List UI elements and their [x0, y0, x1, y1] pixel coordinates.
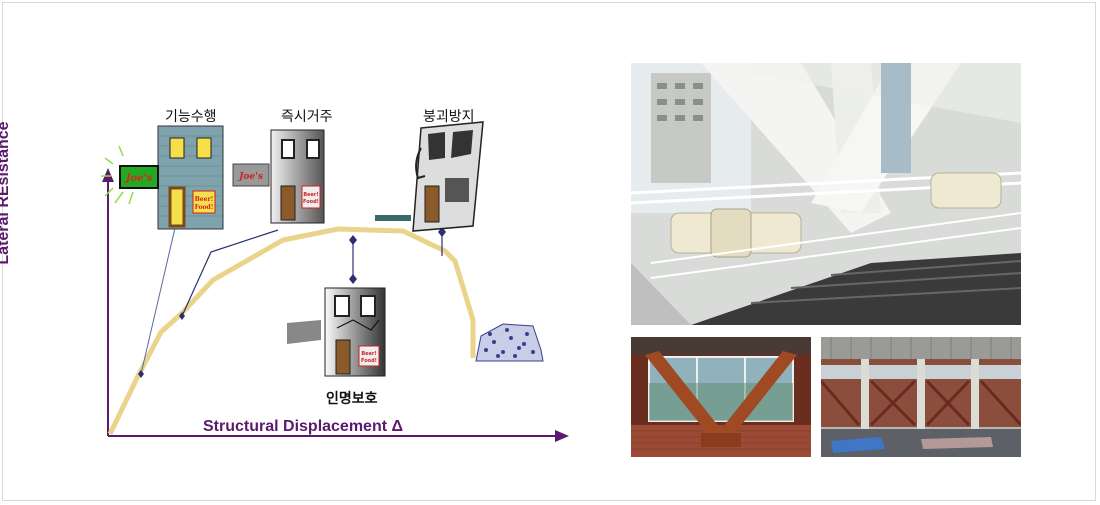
x-axis-arrow [555, 430, 569, 442]
rubble-pile [475, 323, 544, 362]
y-axis-arrow [102, 168, 114, 182]
photo-brace-facade [631, 337, 811, 457]
capacity-curve [107, 226, 476, 436]
label-operational: 기능수행 [165, 109, 217, 125]
label-immediate-occupancy: 즉시거주 [281, 109, 333, 125]
marker [349, 274, 357, 284]
diagram-canvas: Beer! Food! Joe's [101, 121, 569, 442]
marker [179, 312, 185, 320]
svg-text:Food!: Food! [361, 358, 377, 364]
photo-braced-building [821, 337, 1021, 457]
svg-text:Food!: Food! [303, 199, 319, 205]
performance-diagram: Beer! Food! Joe's [0, 58, 613, 478]
svg-text:Beer!: Beer! [303, 192, 318, 198]
marker [349, 235, 357, 245]
svg-text:Joe's: Joe's [237, 172, 263, 182]
y-axis-label: Lateral REsistance [0, 121, 12, 265]
building-lifesafety: Beer! Food! [287, 287, 386, 377]
leader-immediate [181, 229, 279, 317]
sign-text: Joe's [124, 173, 153, 184]
svg-text:Beer!: Beer! [361, 351, 376, 357]
marker [138, 370, 144, 378]
label-collapse-prevention: 붕괴방지 [423, 109, 475, 125]
photo-damper-stairwell [631, 63, 1021, 325]
poster-text: Beer! [195, 196, 214, 203]
building-immediate: Beer! Food! Joe's [232, 129, 325, 224]
x-axis-label: Structural Displacement Δ [203, 418, 403, 435]
building-operational: Beer! Food! Joe's [101, 125, 224, 230]
building-collapse [375, 121, 484, 232]
svg-text:Food!: Food! [195, 204, 214, 211]
label-life-safety: 인명보호 [326, 391, 378, 407]
leader-operational [140, 227, 176, 375]
